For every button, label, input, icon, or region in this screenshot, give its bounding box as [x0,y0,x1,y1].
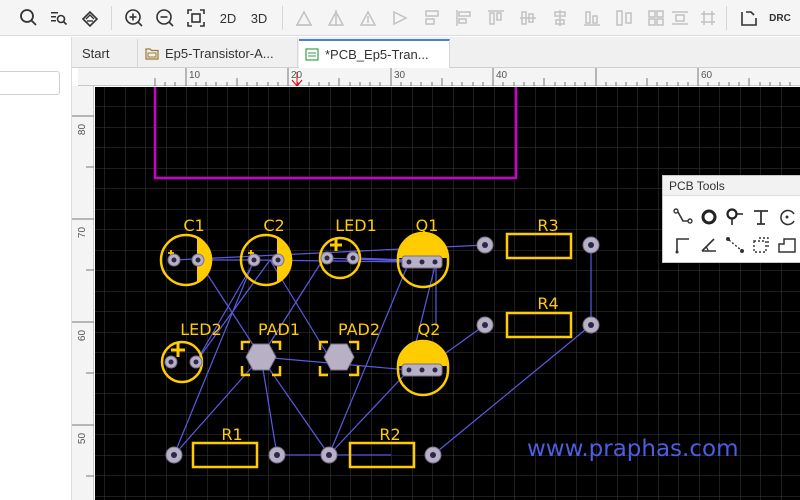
pcb-tools-title: PCB Tools [663,176,800,196]
label-r1: R1 [221,425,242,444]
transistor-q1[interactable] [396,231,450,289]
ruler-label: 60 [77,329,89,342]
pcb-canvas[interactable]: C1 C2 LED1 Q1 R3 R4 LED2 PAD1 PAD2 Q2 R1… [95,87,800,500]
zoom-out-icon[interactable] [153,6,177,30]
ruler-label: 10 [189,70,201,81]
left-panel-search-input[interactable] [0,71,60,95]
pad-pad1[interactable] [240,340,282,377]
align-left-icon[interactable] [452,6,476,30]
ruler-label: 40 [496,70,508,81]
distribute-vertical-icon[interactable] [548,6,572,30]
align-triangle-icon[interactable] [356,6,380,30]
align-middle-icon[interactable] [516,6,540,30]
arc-icon[interactable] [775,205,799,229]
component-pads [164,236,600,464]
toolbar-separator [282,6,283,30]
transistor-q2[interactable] [396,339,450,397]
label-q1: Q1 [416,216,439,235]
folder-icon [145,47,159,60]
pcb-tools-panel: PCB Tools [662,175,800,263]
main-toolbar: 2D 3D DRC [0,0,800,36]
group-icon[interactable] [696,6,720,30]
pad-pad2[interactable] [318,340,360,377]
region-icon[interactable] [749,233,773,257]
resistor-r1[interactable] [191,441,259,469]
pad-icon[interactable] [697,205,721,229]
left-panel [0,37,72,500]
ruler-label: 60 [701,70,713,81]
drc-button[interactable]: DRC [769,12,791,24]
tab-start[interactable]: Start [76,39,138,68]
label-r4: R4 [537,294,558,313]
tab-pcb[interactable]: *PCB_Ep5-Tran... [299,39,450,68]
pcb-document-icon [305,48,319,61]
align-right-icon[interactable] [388,6,412,30]
search-icon[interactable] [17,6,41,30]
ruler-label: 70 [77,226,89,239]
toolbar-separator [111,6,112,30]
capacitor-c2[interactable] [239,233,293,287]
fit-view-icon[interactable] [184,6,208,30]
resistor-r3[interactable] [505,232,573,260]
view-3d-button[interactable]: 3D [250,10,268,26]
document-tab-bar: Start Ep5-Transistor-A... *PCB_Ep5-Tran.… [72,37,800,68]
ruler-label: 20 [291,70,303,81]
export-icon[interactable] [737,6,761,30]
align-bottom-edge-icon[interactable] [580,6,604,30]
label-c1: C1 [183,216,204,235]
align-top-left-icon[interactable] [292,6,316,30]
toolbar-separator [726,6,727,30]
resistor-r4[interactable] [505,311,573,339]
line-icon[interactable] [671,233,695,257]
text-icon[interactable] [749,205,773,229]
tab-label: Start [82,46,110,61]
label-c2: C2 [263,216,284,235]
label-q2: Q2 [418,320,441,339]
label-led2: LED2 [180,320,222,339]
vertical-ruler: 80 70 60 50 [72,86,94,500]
tab-label: *PCB_Ep5-Tran... [325,47,429,62]
align-bottom-icon[interactable] [420,6,444,30]
tab-schematic[interactable]: Ep5-Transistor-A... [139,39,298,68]
connect-icon[interactable] [723,233,747,257]
led-led1[interactable] [318,236,362,280]
view-2d-button[interactable]: 2D [219,10,237,26]
find-component-icon[interactable] [47,6,71,30]
horizontal-ruler: 10 20 30 40 60 [78,68,800,86]
angle-icon[interactable] [697,233,721,257]
label-r3: R3 [537,216,558,235]
tab-label: Ep5-Transistor-A... [165,46,274,61]
fill-icon[interactable] [775,233,799,257]
label-pad2: PAD2 [338,320,380,339]
capacitor-c1[interactable] [159,233,213,287]
label-led1: LED1 [335,216,377,235]
layers-icon[interactable] [78,6,102,30]
label-r2: R2 [379,425,400,444]
watermark-text: www.praphas.com [527,436,739,462]
align-center-icon[interactable] [324,6,348,30]
canvas-grid [95,87,800,500]
distribute-horizontal-icon[interactable] [612,6,636,30]
label-pad1: PAD1 [258,320,300,339]
ruler-label: 80 [77,123,89,136]
distribute-rows-icon[interactable] [668,6,692,30]
via-icon[interactable] [723,205,747,229]
board-outline [153,87,518,180]
ruler-label: 30 [394,70,406,81]
track-icon[interactable] [671,205,695,229]
zoom-in-icon[interactable] [122,6,146,30]
resistor-r2[interactable] [348,441,416,469]
align-top-icon[interactable] [484,6,508,30]
ruler-label: 50 [77,432,89,445]
grid-align-icon[interactable] [644,6,668,30]
